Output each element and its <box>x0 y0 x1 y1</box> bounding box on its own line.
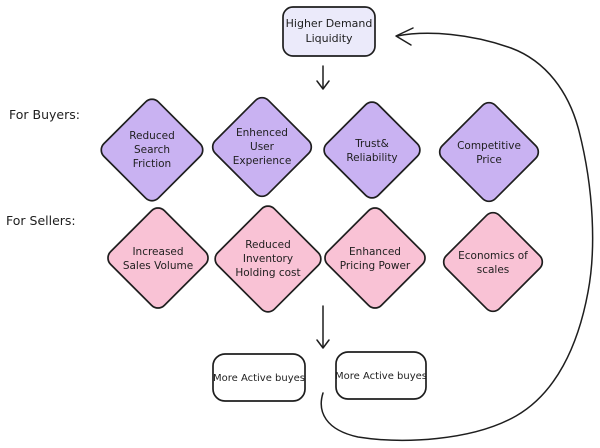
diamond-label-line: Reliability <box>346 152 397 164</box>
diamond-shape[interactable] <box>440 209 546 315</box>
diamond-label-line: scales <box>477 264 510 276</box>
diamond-increased-sales-volume[interactable]: Increased Sales Volume <box>104 204 211 311</box>
node-box[interactable] <box>282 6 376 57</box>
node-higher-demand-liquidity[interactable]: Higher Demand Liquidity <box>282 6 376 57</box>
diamond-label-line: Search <box>134 144 170 156</box>
row-label-buyers[interactable]: For Buyers: <box>9 107 80 122</box>
diamond-shape[interactable] <box>320 98 423 201</box>
arrow-top-to-buyers[interactable] <box>316 65 330 90</box>
diamond-shape[interactable] <box>104 204 211 311</box>
diamond-competitive-price[interactable]: Competitive Price <box>436 99 542 205</box>
diamond-reduced-search-friction[interactable]: Reduced Search Friction <box>98 96 207 205</box>
node-box[interactable] <box>212 353 306 402</box>
diamond-label-line: Inventory <box>243 253 293 265</box>
diamond-label-line: Reduced <box>129 130 175 142</box>
diamond-label-line: Enhanced <box>349 246 401 258</box>
node-box[interactable] <box>335 351 427 400</box>
diamond-trust-reliability[interactable]: Trust& Reliability <box>320 98 423 201</box>
diamond-shape[interactable] <box>98 96 207 205</box>
diamond-enhanced-pricing-power[interactable]: Enhanced Pricing Power <box>321 204 428 311</box>
node-label: More Active buyes <box>335 371 427 382</box>
diamond-label-line: User <box>250 141 275 153</box>
diamond-label-line: Price <box>476 154 502 166</box>
arrow-sellers-to-outcomes[interactable] <box>316 305 330 349</box>
diamond-reduced-inventory-holding-cost[interactable]: Reduced Inventory Holding cost <box>211 202 324 315</box>
node-label: More Active buyes <box>213 373 305 384</box>
diamond-label-line: Pricing Power <box>340 260 411 272</box>
diamond-label-line: Increased <box>132 246 183 258</box>
diamond-label-line: Trust& <box>354 138 389 150</box>
diamond-economics-of-scales[interactable]: Economics of scales <box>440 209 546 315</box>
diamond-label-line: Holding cost <box>235 267 300 279</box>
diamond-shape[interactable] <box>209 94 315 200</box>
diamond-label-line: Reduced <box>245 239 291 251</box>
diamond-label-line: Experience <box>233 155 292 167</box>
row-label-sellers[interactable]: For Sellers: <box>6 213 76 228</box>
diamond-label-line: Sales Volume <box>123 260 193 272</box>
diamond-label-line: Enhenced <box>236 127 288 139</box>
diamond-shape[interactable] <box>436 99 542 205</box>
diamond-label-line: Economics of <box>458 250 528 262</box>
node-label-line: Higher Demand <box>286 17 373 30</box>
diamond-enhanced-user-experience[interactable]: Enhenced User Experience <box>209 94 315 200</box>
diamond-label-line: Friction <box>133 158 171 170</box>
feedback-loop-arrow[interactable] <box>320 27 594 442</box>
diamond-shape[interactable] <box>321 204 428 311</box>
node-more-active-buyes-left[interactable]: More Active buyes <box>212 353 306 402</box>
node-more-active-buyes-right[interactable]: More Active buyes <box>335 351 427 400</box>
diamond-label-line: Competitive <box>457 140 521 152</box>
diamond-shape[interactable] <box>211 202 324 315</box>
node-label-line: Liquidity <box>305 32 353 45</box>
